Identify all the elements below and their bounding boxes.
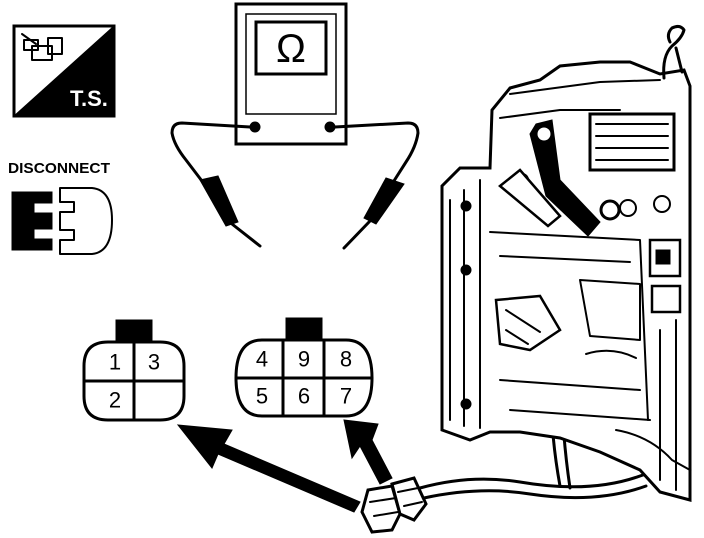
ohm-symbol: Ω	[276, 27, 306, 71]
pin-label: 6	[298, 384, 310, 409]
ohmmeter: Ω	[234, 2, 348, 146]
ts-badge: T.S.	[12, 24, 116, 118]
disconnect-label: DISCONNECT	[8, 160, 110, 177]
connector-right: 4 9 8 5 6 7	[234, 317, 374, 418]
arrow-to-right-connector	[343, 419, 393, 485]
wrench-test-icon	[21, 33, 63, 61]
pin-label: 2	[109, 388, 121, 413]
connector-left: 1 3 2	[82, 319, 186, 422]
pin-label: 5	[256, 384, 268, 409]
test-lead-left	[170, 121, 262, 248]
pin-label: 8	[340, 347, 352, 372]
ts-label: T.S.	[70, 86, 108, 111]
pin-label: 3	[148, 350, 160, 375]
pin-label: 4	[256, 347, 268, 372]
pin-label: 9	[298, 347, 310, 372]
arrow-to-left-connector	[176, 424, 361, 513]
test-lead-right	[333, 121, 420, 250]
harness-plug	[360, 476, 428, 534]
connector-disconnect-icon	[11, 187, 113, 255]
transmission-assembly	[440, 24, 692, 502]
pin-label: 1	[109, 350, 121, 375]
pin-label: 7	[340, 384, 352, 409]
